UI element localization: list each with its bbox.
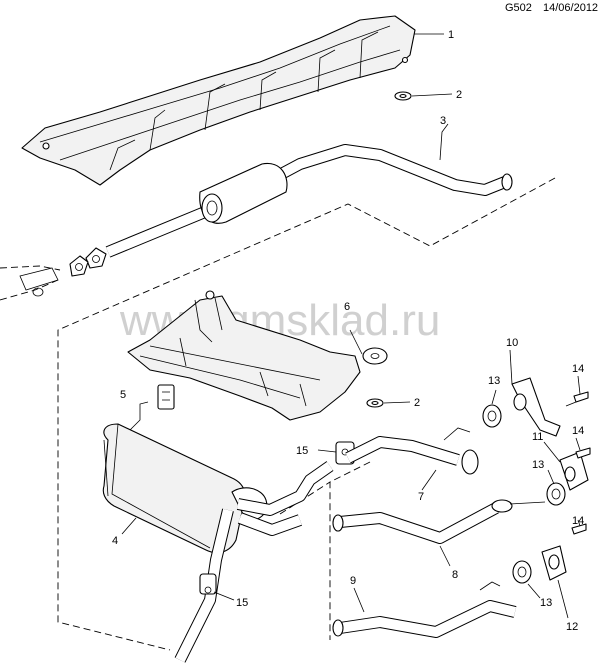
screw-14a [565, 391, 589, 407]
callout-14-middle: 14 [572, 425, 584, 437]
rear-muffler [102, 423, 334, 663]
heat-shield [21, 15, 416, 186]
bracket-11 [559, 451, 589, 491]
front-pipe-resonator [105, 144, 513, 258]
leader-lines [121, 33, 581, 619]
callout-2-upper: 2 [456, 89, 462, 101]
diagram-code: G502 [505, 2, 532, 14]
screw-14c [571, 523, 587, 535]
clamp-lower [199, 573, 217, 595]
region-boundary-lower [329, 461, 371, 640]
callout-5: 5 [120, 389, 126, 401]
callout-2-lower: 2 [414, 397, 420, 409]
callout-13-upper: 13 [488, 375, 500, 387]
callout-4: 4 [112, 535, 118, 547]
callout-3: 3 [440, 115, 446, 127]
rubber-hanger [129, 384, 175, 431]
callout-7: 7 [418, 491, 424, 503]
isolator-13c [512, 560, 532, 584]
isolator-13b [546, 482, 566, 506]
isolator-13a [482, 404, 502, 428]
callout-15-upper: 15 [296, 445, 308, 457]
mount-bracket [362, 347, 388, 365]
callout-13-lower: 13 [540, 597, 552, 609]
bracket-10 [511, 377, 561, 437]
engine-pipe-stub [0, 265, 61, 301]
callout-13-middle: 13 [532, 459, 544, 471]
region-boundary-link [279, 481, 331, 515]
bracket-12 [541, 545, 567, 581]
region-boundary-upper [57, 177, 556, 651]
crossmember [127, 290, 361, 421]
callout-9: 9 [350, 575, 356, 587]
callout-12: 12 [566, 621, 578, 633]
grommet-upper [394, 91, 412, 101]
callout-10: 10 [506, 337, 518, 349]
callout-8: 8 [452, 569, 458, 581]
callout-6: 6 [344, 301, 350, 313]
callout-1: 1 [448, 29, 454, 41]
diagram-date: 14/06/2012 [543, 2, 599, 14]
tail-pipe-9 [332, 581, 517, 638]
tail-pipe-8 [332, 499, 546, 544]
tail-pipe-7 [345, 427, 479, 475]
screw-14b [575, 447, 591, 459]
grommet-lower [366, 398, 384, 408]
callout-11: 11 [532, 431, 543, 443]
callouts: 1 2 3 6 5 2 10 13 14 11 14 13 15 7 4 14 … [112, 29, 584, 633]
callout-15-lower: 15 [236, 597, 248, 609]
callout-14-upper: 14 [572, 363, 584, 375]
callout-14-lower: 14 [572, 515, 584, 527]
front-flanges [69, 247, 107, 277]
